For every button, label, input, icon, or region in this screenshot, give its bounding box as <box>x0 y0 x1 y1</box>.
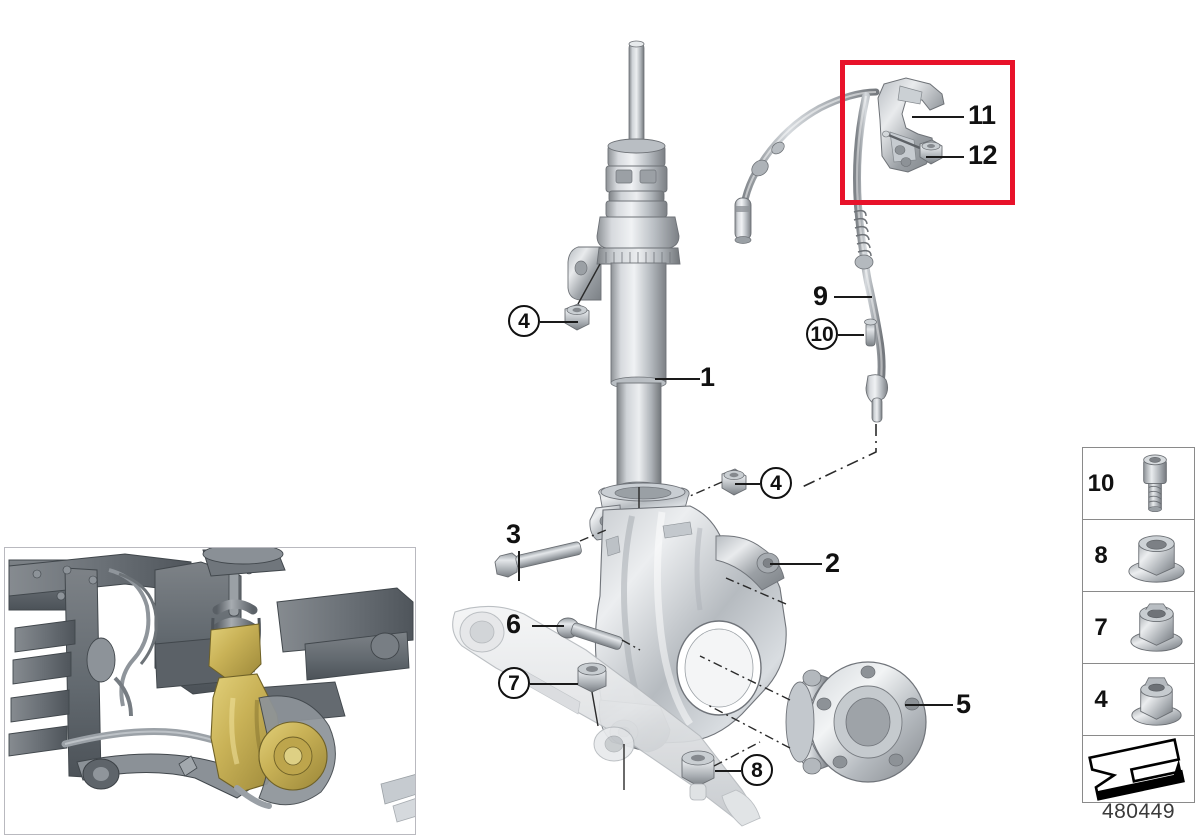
part-callout-4[interactable]: 4 <box>508 305 540 337</box>
control-arm-bolt-art <box>556 617 641 651</box>
legend-number-8: 8 <box>1094 541 1108 569</box>
highlighted-parts-region <box>840 60 1015 205</box>
strut-assembly-art <box>567 40 681 493</box>
brake-hose-and-abs-sensor-art <box>734 88 889 489</box>
legend-row-7: 7 <box>1083 592 1194 664</box>
legend-row-8: 8 <box>1083 520 1194 592</box>
fasteners-legend: 10 <box>1082 447 1195 803</box>
diagram-number: 480449 <box>1101 800 1176 823</box>
part-callout-3[interactable]: 3 <box>506 519 521 549</box>
legend-row-10: 10 <box>1083 448 1194 520</box>
leader-line-9 <box>834 296 872 298</box>
direction-arrow-icon <box>1083 736 1194 802</box>
ball-joint-nut-art <box>577 662 607 727</box>
collar-nut-icon <box>1119 592 1194 663</box>
part-callout-12[interactable]: 12 <box>968 140 998 170</box>
leader-line-7 <box>530 683 578 685</box>
hose-bracket-art <box>877 77 945 173</box>
leader-line-10 <box>838 334 864 336</box>
leader-line-4 <box>735 483 760 485</box>
part-callout-11[interactable]: 11 <box>968 100 996 130</box>
leader-line-12 <box>926 156 964 158</box>
part-callout-7[interactable]: 7 <box>498 667 530 699</box>
leader-line-2 <box>770 563 822 565</box>
leader-line-3 <box>518 551 520 581</box>
part-callout-8[interactable]: 8 <box>741 754 773 786</box>
leader-line-6 <box>532 625 564 627</box>
leader-line-5 <box>905 704 953 706</box>
leader-line-11 <box>912 116 964 118</box>
legend-row-4: 4 <box>1083 664 1194 736</box>
leader-line-8 <box>715 770 741 772</box>
part-callout-2[interactable]: 2 <box>825 548 840 578</box>
leader-line-1 <box>655 378 700 380</box>
strut-nut-upper-art <box>564 263 601 331</box>
vehicle-context-photo <box>4 547 416 835</box>
legend-number-7: 7 <box>1094 613 1108 641</box>
legend-number-10: 10 <box>1087 469 1115 497</box>
legend-row-direction-arrow <box>1083 736 1194 802</box>
part-callout-9[interactable]: 9 <box>813 281 828 311</box>
flange-nut-icon <box>1119 520 1194 591</box>
part-callout-6[interactable]: 6 <box>506 609 521 639</box>
socket-head-cap-bolt-icon <box>1119 448 1194 519</box>
part-callout-5[interactable]: 5 <box>956 689 971 719</box>
steering-knuckle-art <box>589 482 787 753</box>
wheel-hub-bearing-art <box>785 661 927 783</box>
part-callout-4[interactable]: 4 <box>760 467 792 499</box>
leader-line-4 <box>540 321 578 323</box>
part-callout-1[interactable]: 1 <box>700 362 715 392</box>
knuckle-bolt-long-art <box>494 529 607 578</box>
part-callout-10[interactable]: 10 <box>806 318 838 350</box>
flange-lock-nut-icon <box>1119 664 1194 735</box>
tie-rod-nut-art <box>681 741 761 801</box>
legend-number-4: 4 <box>1094 685 1108 713</box>
hose-bracket-bolt-art <box>864 318 877 347</box>
strut-nut-lower-art <box>689 468 747 497</box>
